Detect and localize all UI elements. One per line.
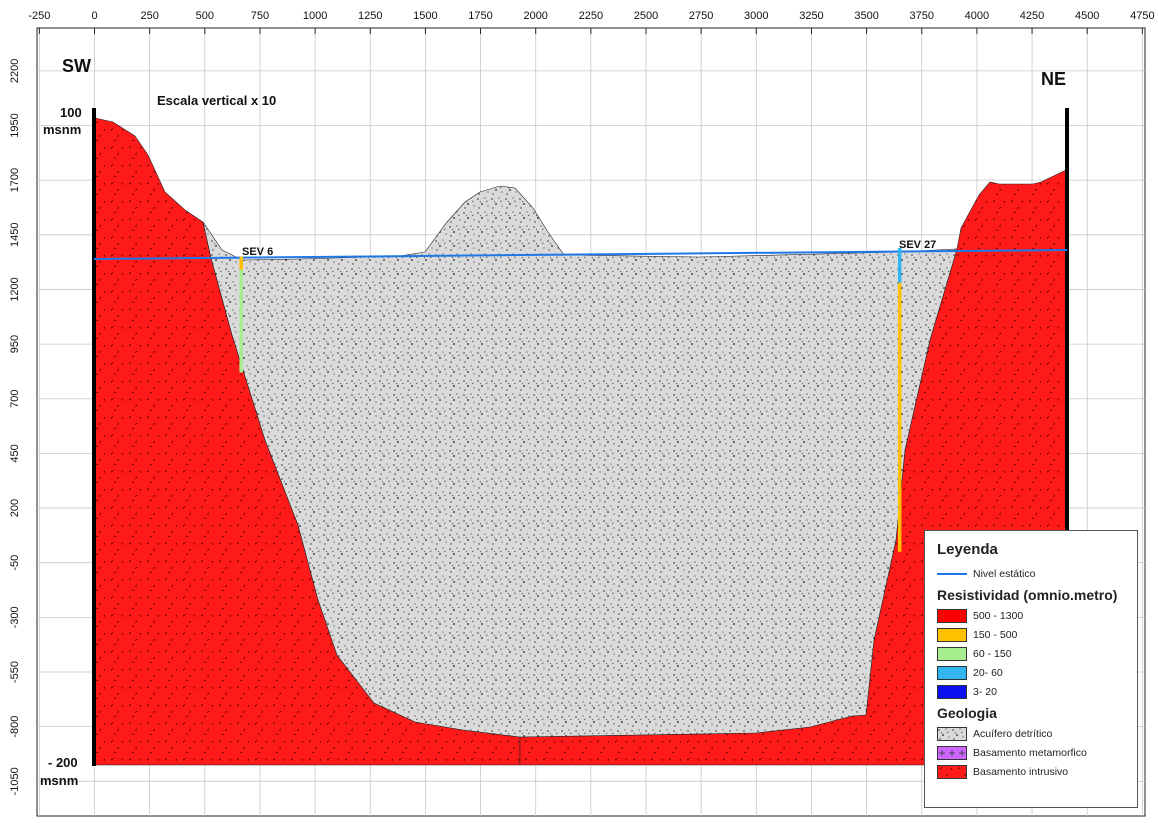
legend-water-table: Nivel estático [937,564,1125,583]
x-tick-label: 4500 [1075,10,1099,22]
x-tick-label: 1750 [468,10,492,22]
top-elevation-unit: msnm [43,122,81,137]
legend-geology-item: Basamento intrusivo [937,762,1125,781]
legend-geology-label: Basamento metamorfico [973,746,1087,759]
x-tick-label: 4750 [1130,10,1154,22]
y-tick-label: 700 [9,390,21,408]
x-tick-label: 3500 [854,10,878,22]
sev-logs [239,247,902,552]
resistivity-swatch [937,684,967,699]
x-tick-label: 4250 [1020,10,1044,22]
x-tick-label: 1250 [358,10,382,22]
legend-resistivity-item: 20- 60 [937,663,1125,682]
bottom-elevation-unit: msnm [40,773,78,788]
x-tick-label: -250 [28,10,50,22]
x-tick-label: 4000 [965,10,989,22]
resistivity-swatch [937,608,967,623]
x-tick-label: 3000 [744,10,768,22]
sev6-label: SEV 6 [242,246,273,258]
x-tick-label: 500 [196,10,214,22]
water-table-line [93,249,1068,260]
legend-resistivity-title: Resistividad (omnio.metro) [937,587,1118,603]
legend-geology-label: Acuífero detrítico [973,727,1053,740]
x-tick-label: 250 [140,10,158,22]
legend-resistivity-item: 60 - 150 [937,644,1125,663]
legend-resistivity-label: 60 - 150 [973,647,1012,660]
y-tick-label: 1200 [9,277,21,301]
y-tick-label: -300 [9,606,21,628]
x-axis-ticks: -250 0 250 500 750 1000 1250 1500 1750 2000 2250 25… [28,10,1154,22]
sev27-label: SEV 27 [899,239,936,251]
y-tick-label: 1450 [9,223,21,247]
legend: Leyenda Nivel estático Resistividad (omn… [924,530,1138,808]
legend-resistivity-label: 500 - 1300 [973,609,1024,622]
intrusive-swatch [937,764,967,779]
resistivity-swatch [937,627,967,642]
x-tick-label: 1000 [303,10,327,22]
ne-label: NE [1041,69,1066,89]
x-tick-label: 750 [251,10,269,22]
y-tick-label: 1700 [9,168,21,192]
sw-label: SW [62,56,91,76]
y-tick-label: 1950 [9,113,21,137]
legend-resistivity-label: 3- 20 [973,685,997,698]
y-tick-label: -550 [9,661,21,683]
y-tick-label: 950 [9,335,21,353]
resistivity-swatch [937,665,967,680]
y-tick-label: 200 [9,499,21,517]
legend-resistivity-item: 500 - 1300 [937,606,1125,625]
y-tick-label: 2200 [9,59,21,83]
detrital-aquifer [202,185,958,738]
y-tick-label: -1050 [9,767,21,795]
legend-water-table-label: Nivel estático [973,567,1036,580]
y-tick-label: 450 [9,444,21,462]
aquifer-swatch [937,726,967,741]
x-tick-label: 2500 [634,10,658,22]
x-tick-label: 1500 [413,10,437,22]
bottom-elevation-value: - 200 [48,755,78,770]
x-tick-label: 0 [91,10,97,22]
metamorphic-swatch [937,745,967,760]
y-tick-label: -800 [9,716,21,738]
y-axis-ticks: 2200 1950 1700 1450 1200 950 700 450 200 -50 -300 -… [9,59,21,796]
legend-resistivity-item: 3- 20 [937,682,1125,701]
water-table-swatch [937,572,967,575]
vertical-scale-note: Escala vertical x 10 [157,93,276,108]
x-tick-label: 2750 [689,10,713,22]
y-tick-label: -50 [9,555,21,571]
legend-geology-item: Acuífero detrítico [937,724,1125,743]
x-tick-label: 2000 [523,10,547,22]
legend-geology-item: Basamento metamorfico [937,743,1125,762]
legend-geology-title: Geologia [937,705,997,721]
x-tick-label: 3750 [910,10,934,22]
resistivity-swatch [937,646,967,661]
legend-resistivity-label: 150 - 500 [973,628,1018,641]
x-tick-label: 3250 [799,10,823,22]
legend-resistivity-item: 150 - 500 [937,625,1125,644]
x-tick-label: 2250 [579,10,603,22]
legend-resistivity-label: 20- 60 [973,666,1003,679]
legend-title: Leyenda [937,541,998,558]
top-elevation-value: 100 [60,105,82,120]
legend-geology-label: Basamento intrusivo [973,765,1069,778]
